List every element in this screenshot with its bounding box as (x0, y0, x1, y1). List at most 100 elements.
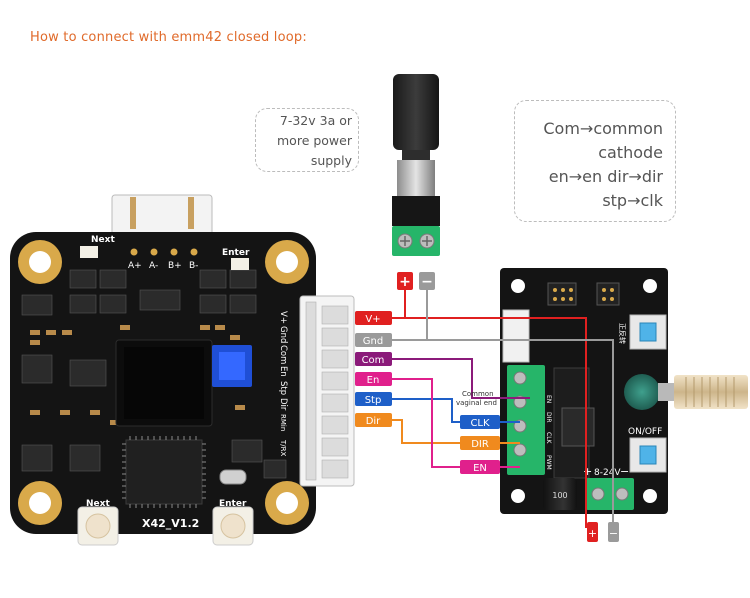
power-note-line: 7-32v 3a or (279, 113, 352, 128)
tag-vplus-label: V+ (365, 314, 380, 325)
jack-plug (393, 74, 439, 150)
tag-com (355, 352, 392, 366)
jack-barrel (397, 160, 435, 198)
power-note-line: more power (277, 133, 352, 148)
tag-clk-label: CLK (470, 418, 490, 429)
tag-en (355, 372, 392, 386)
driver-clk-label: CLK (545, 432, 552, 445)
jumper-header (547, 282, 577, 306)
emm42-board: A+ A- B+ B- (10, 194, 355, 546)
power-terminal-block (586, 478, 634, 510)
onoff-switch[interactable] (629, 437, 667, 473)
wires (392, 290, 614, 528)
side-label: En (278, 366, 288, 377)
driver-pwm-label: PWM (545, 455, 552, 470)
motor-label: B+ (168, 261, 182, 271)
wiring-note-line: Com→common (543, 119, 663, 138)
wiring-note-line: cathode (598, 143, 663, 162)
tag-dir-label: Dir (366, 416, 381, 427)
power-input-plus: + (583, 465, 592, 478)
jack-minus-label: − (421, 274, 433, 290)
knob-shaft[interactable] (674, 375, 748, 409)
next-button[interactable] (77, 506, 119, 546)
jack-plus-label: + (399, 274, 411, 290)
controller-tags: CLK DIR EN (460, 415, 500, 474)
motor-label: B- (189, 261, 198, 271)
direction-switch-label: 正反转 (618, 323, 627, 344)
side-label: RMin (279, 414, 287, 431)
common-note-line2: vaginal end (456, 399, 497, 407)
blue-trimmer-top (219, 352, 245, 380)
crystal (219, 469, 247, 485)
tag-stp-label: Stp (365, 395, 382, 406)
jack-body (392, 196, 440, 226)
side-label: Gnd (278, 326, 288, 343)
tag-com-label: Com (362, 355, 385, 366)
connector-pin (188, 197, 194, 229)
jack-plus-tag (397, 272, 413, 290)
speed-knob[interactable] (624, 374, 660, 410)
tag-clk (460, 415, 500, 429)
motor-label: A- (149, 261, 158, 271)
jack-minus-tag (419, 272, 435, 290)
input-tags: V+ Gnd Com En Stp Dir (355, 311, 392, 427)
enter-top-label: Enter (222, 248, 250, 258)
tag-gnd-label: Gnd (363, 336, 383, 347)
tag-dir (355, 413, 392, 427)
oled-screen (124, 347, 204, 419)
wire-en (392, 378, 460, 468)
controller-terminal-block (507, 365, 545, 475)
controller-minus-tag (608, 522, 619, 542)
tag-en-ctrl-label: EN (473, 463, 487, 474)
wire-dir (392, 419, 460, 444)
wire-stp (392, 398, 460, 423)
next-top-label: Next (91, 235, 115, 245)
onoff-label: ON/OFF (628, 427, 662, 437)
tag-en-label: En (367, 375, 380, 386)
power-note-line: supply (310, 153, 352, 168)
side-label: Dir (278, 398, 288, 411)
mounting-holes (18, 240, 309, 525)
board-name: X42_V1.2 (142, 517, 199, 530)
wiring-note: Com→common cathode en→en dir→dir stp→clk (514, 100, 676, 222)
wire-gnd-controller (392, 339, 614, 528)
enter-button-label: Enter (219, 499, 247, 509)
capacitor (543, 478, 577, 510)
controller-plus-label: + (588, 527, 597, 540)
enter-top-switch (231, 258, 249, 270)
smd-components (21, 269, 287, 479)
knob-nut (658, 383, 676, 401)
mcu-chip (125, 439, 203, 505)
regulator (561, 407, 595, 447)
motor-pins (130, 248, 198, 256)
driver-dir-label: DIR (545, 412, 552, 423)
input-connector-slots (305, 301, 349, 481)
power-input-label: 8-24V (594, 468, 621, 478)
next-top-switch (80, 246, 98, 258)
tag-dir-ctrl (460, 436, 500, 450)
side-label: Stp (278, 381, 288, 395)
common-note-line1: Common (462, 390, 494, 398)
wiring-note-line: en→en dir→dir (548, 167, 663, 186)
driver-en-label: EN (545, 395, 552, 403)
side-label: Com (278, 345, 288, 364)
motor-label: A+ (128, 261, 142, 271)
tag-vplus (355, 311, 392, 325)
side-label: V+ (278, 311, 288, 324)
capacitor-label: 100 (552, 491, 567, 500)
tag-dir-ctrl-label: DIR (471, 439, 489, 450)
page-title: How to connect with emm42 closed loop: (30, 30, 307, 45)
enter-button[interactable] (212, 506, 254, 546)
power-input-minus: − (620, 465, 629, 478)
side-label: T/RX (279, 439, 287, 456)
controller-minus-label: − (609, 527, 618, 540)
dc-power-jack (392, 74, 440, 256)
wire-com (392, 358, 530, 399)
controller-plus-tag (587, 522, 598, 542)
tag-stp (355, 392, 392, 406)
tag-gnd (355, 333, 392, 347)
wiring-note-line: stp→clk (602, 191, 663, 210)
connector-pin (130, 197, 136, 229)
jumper-header (596, 282, 620, 306)
